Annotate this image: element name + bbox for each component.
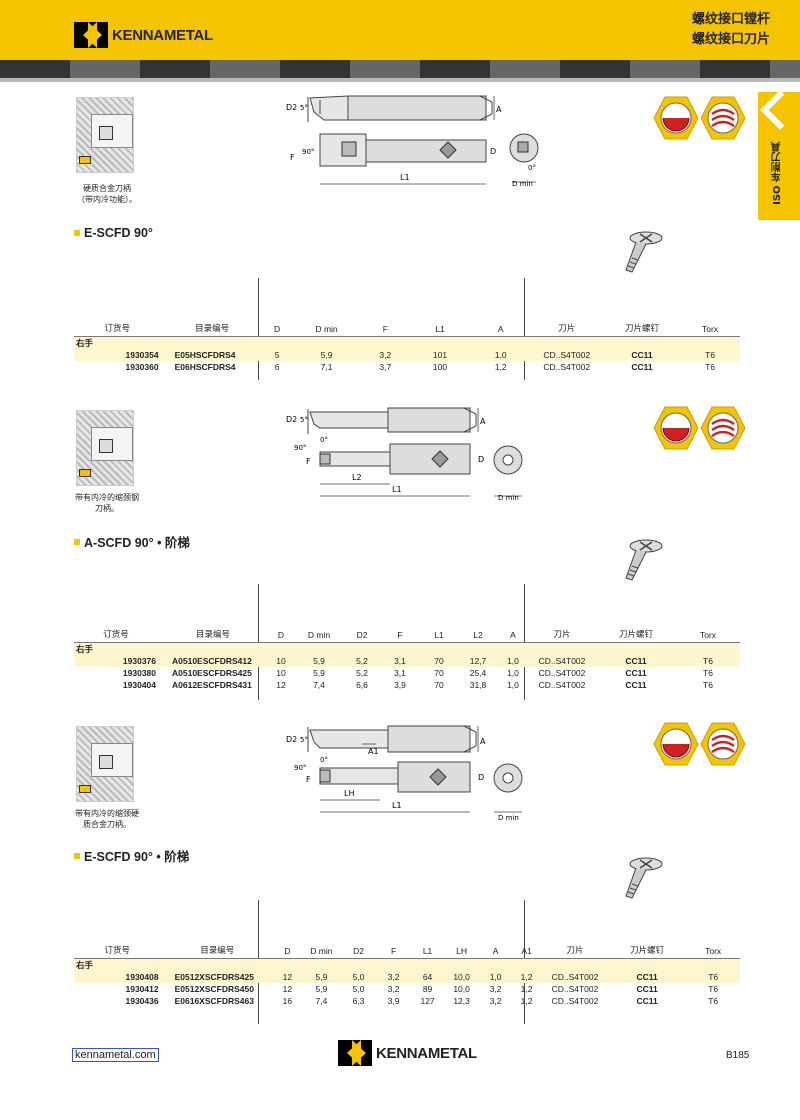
svg-text:90°: 90°	[294, 764, 306, 772]
svg-text:F: F	[290, 153, 295, 162]
svg-text:5°: 5°	[300, 416, 308, 424]
table-header: 订货号 目录编号 D D min F L1 A 刀片 刀片螺钉 Torx	[74, 318, 740, 337]
table-header: 订货号 目录编号 D D min D2 F L1 L2 A 刀片 刀片螺钉 To…	[74, 624, 740, 643]
svg-text:D2: D2	[286, 415, 297, 424]
brand-name: KENNAMETAL	[112, 26, 213, 44]
page-number: B185	[726, 1050, 750, 1061]
svg-text:A: A	[480, 417, 486, 426]
spec-table-1: 订货号 目录编号 D D min F L1 A 刀片 刀片螺钉 Torx 右手 …	[74, 318, 740, 373]
footer-kennametal-logo: KENNAMETAL	[338, 1040, 477, 1066]
side-label: 右手	[74, 336, 740, 349]
boring-bar-hex-icon	[653, 406, 699, 450]
boring-bar-hex-icon	[653, 722, 699, 766]
svg-text:D min: D min	[512, 180, 533, 188]
header-stripe	[0, 60, 800, 78]
section-title-2: A-SCFD 90° • 阶梯	[74, 532, 190, 551]
header-stripe-light	[0, 78, 800, 82]
svg-text:5°: 5°	[300, 104, 308, 112]
svg-text:F: F	[306, 457, 311, 466]
spec-table-2: 订货号 目录编号 D D min D2 F L1 L2 A 刀片 刀片螺钉 To…	[74, 624, 740, 691]
tool-drawing-3: D2 5° A1 A F 90° 0° D LH L1 D min	[286, 725, 523, 822]
svg-text:90°: 90°	[294, 444, 306, 452]
svg-text:F: F	[306, 775, 311, 784]
svg-text:L1: L1	[400, 173, 410, 182]
insert-screw-icon	[625, 539, 663, 581]
threading-hex-icon	[700, 722, 746, 766]
side-label: 右手	[74, 958, 740, 971]
footer-brand-name: KENNAMETAL	[376, 1044, 477, 1062]
threading-hex-icon	[700, 406, 746, 450]
section-title-3: E-SCFD 90° • 阶梯	[74, 846, 189, 865]
svg-text:D: D	[478, 773, 484, 782]
insert-screw-icon	[625, 857, 663, 899]
side-tab[interactable]: ISO 车削刀具	[758, 90, 800, 220]
svg-text:D2: D2	[286, 735, 297, 744]
section-title-1: E-SCFD 90°	[74, 226, 153, 240]
spec-table-3: 订货号 目录编号 D D min D2 F L1 LH A A1 刀片 刀片螺钉…	[74, 940, 740, 1007]
chevron-left-icon	[760, 90, 800, 130]
svg-text:0°: 0°	[320, 756, 328, 764]
svg-text:D: D	[478, 455, 484, 464]
kennametal-logo: KENNAMETAL	[74, 22, 213, 48]
insert-thumbnail-2	[76, 410, 134, 486]
header-title-line1: 螺纹接口镗杆	[691, 12, 770, 27]
kennametal-k-icon	[74, 22, 108, 48]
insert-thumbnail-3	[76, 726, 134, 802]
svg-text:LH: LH	[344, 789, 354, 798]
caption-3: 带有内冷的缩颈硬 质合金刀柄。	[75, 809, 139, 829]
kennametal-k-icon	[338, 1040, 372, 1066]
tool-drawing-2: D2 5° A F 90° 0° D L2 L1 D min	[286, 407, 523, 502]
header-title: 螺纹接口镗杆 螺纹接口刀片	[692, 10, 770, 50]
svg-text:D2: D2	[286, 103, 297, 112]
svg-text:5°: 5°	[300, 736, 308, 744]
caption-2: 带有内冷的缩颈钢 刀柄。	[75, 493, 139, 513]
header-title-line2: 螺纹接口刀片	[691, 32, 770, 47]
header-bar	[0, 0, 800, 60]
table-header: 订货号 目录编号 D D min D2 F L1 LH A A1 刀片 刀片螺钉…	[74, 940, 740, 959]
svg-text:D min: D min	[498, 494, 519, 502]
caption-1: 硬质合金刀柄 （带内冷功能）。	[77, 184, 137, 204]
website-link[interactable]: kennametal.com	[72, 1048, 159, 1062]
svg-text:L1: L1	[392, 485, 402, 494]
side-tab-label: ISO 车削刀具	[772, 142, 783, 205]
svg-text:90°: 90°	[302, 148, 314, 156]
side-label: 右手	[74, 642, 740, 655]
svg-text:A: A	[496, 105, 502, 114]
threading-hex-icon	[700, 96, 746, 140]
svg-text:A1: A1	[368, 747, 379, 756]
bullet-square-icon	[74, 230, 80, 236]
svg-text:L1: L1	[392, 801, 402, 810]
svg-text:L2: L2	[352, 473, 362, 482]
svg-text:D: D	[490, 147, 496, 156]
svg-text:0°: 0°	[528, 164, 536, 172]
svg-text:0°: 0°	[320, 436, 328, 444]
svg-text:D min: D min	[498, 814, 519, 822]
boring-bar-hex-icon	[653, 96, 699, 140]
svg-text:A: A	[480, 737, 486, 746]
bullet-square-icon	[74, 538, 80, 545]
tool-drawing-1: D2 5° A F 90° D L1 D min 0°	[286, 95, 539, 188]
bullet-square-icon	[74, 852, 80, 859]
insert-thumbnail-1	[76, 97, 134, 173]
insert-screw-icon	[625, 231, 663, 273]
